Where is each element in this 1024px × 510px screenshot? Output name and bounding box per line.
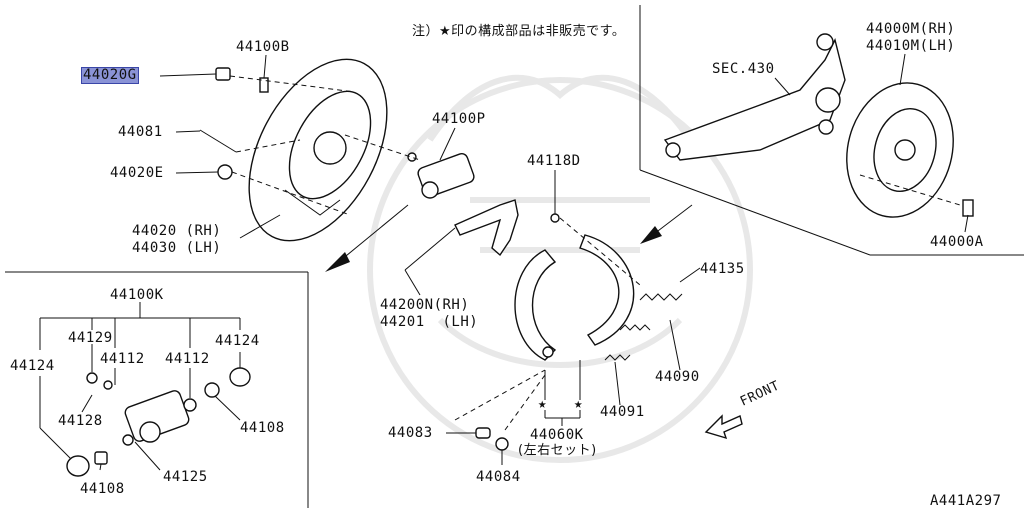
part-label-44030-lh[interactable]: 44030 (LH) bbox=[132, 240, 222, 256]
part-label-44112-right[interactable]: 44112 bbox=[165, 351, 210, 367]
part-label-44010m-lh[interactable]: 44010M(LH) bbox=[866, 38, 956, 54]
direction-arrows bbox=[325, 204, 693, 272]
diagram-id: A441A297 bbox=[930, 493, 1002, 509]
brake-shoes bbox=[514, 234, 635, 361]
part-label-44020g[interactable]: 44020G bbox=[81, 67, 139, 84]
part-label-44091[interactable]: 44091 bbox=[600, 404, 645, 420]
section-ref-label[interactable]: SEC.430 bbox=[712, 61, 775, 77]
wheel-cylinder-kit-inset bbox=[39, 302, 251, 477]
leader-lines bbox=[159, 53, 969, 465]
section-frames bbox=[5, 5, 1024, 508]
part-label-44084[interactable]: 44084 bbox=[476, 469, 521, 485]
part-label-44081[interactable]: 44081 bbox=[118, 124, 163, 140]
part-label-44108-left[interactable]: 44108 bbox=[80, 481, 125, 497]
part-label-44083[interactable]: 44083 bbox=[388, 425, 433, 441]
part-label-44124-left[interactable]: 44124 bbox=[10, 358, 55, 374]
part-label-44124-right[interactable]: 44124 bbox=[215, 333, 260, 349]
part-label-44112-left[interactable]: 44112 bbox=[100, 351, 145, 367]
clip-44020g bbox=[215, 67, 231, 81]
rod-44081 bbox=[199, 129, 237, 153]
part-label-44100b[interactable]: 44100B bbox=[236, 39, 290, 55]
part-label-44000a[interactable]: 44000A bbox=[930, 234, 984, 250]
nut-44020e bbox=[217, 164, 233, 180]
part-label-44060k-set: (左右セット) bbox=[518, 443, 597, 458]
part-label-44118d[interactable]: 44118D bbox=[527, 153, 581, 169]
parking-lever bbox=[454, 199, 519, 257]
washer-44118d bbox=[550, 213, 560, 223]
springs bbox=[604, 293, 683, 361]
pin-44083 bbox=[475, 427, 491, 439]
backing-plate bbox=[248, 58, 388, 242]
cup-44084 bbox=[495, 437, 509, 451]
part-label-44060k[interactable]: 44060K bbox=[530, 427, 584, 443]
part-label-44201-lh[interactable]: 44201 (LH) bbox=[380, 314, 479, 330]
part-label-44128[interactable]: 44128 bbox=[58, 413, 103, 429]
part-label-44020-rh[interactable]: 44020 (RH) bbox=[132, 223, 222, 239]
bolt-44000a bbox=[962, 199, 974, 217]
part-label-44020e[interactable]: 44020E bbox=[110, 165, 164, 181]
steering-knuckle bbox=[663, 33, 846, 161]
star-marker-right: ★ bbox=[574, 396, 583, 412]
part-label-44000m-rh[interactable]: 44000M(RH) bbox=[866, 21, 956, 37]
part-label-44135[interactable]: 44135 bbox=[700, 261, 745, 277]
part-label-44200n-rh[interactable]: 44200N(RH) bbox=[380, 297, 470, 313]
wheel-cylinder-44100p bbox=[407, 152, 475, 199]
star-marker-left: ★ bbox=[538, 396, 547, 412]
part-label-44100k[interactable]: 44100K bbox=[110, 287, 164, 303]
part-label-44090[interactable]: 44090 bbox=[655, 369, 700, 385]
front-arrow-icon bbox=[704, 414, 743, 440]
part-label-44129[interactable]: 44129 bbox=[68, 330, 113, 346]
part-label-44108-right[interactable]: 44108 bbox=[240, 420, 285, 436]
assembly-dashes bbox=[229, 75, 961, 431]
part-label-44125[interactable]: 44125 bbox=[163, 469, 208, 485]
note-text: 注）★印の構成部品は非販売です。 bbox=[412, 24, 626, 39]
part-label-44100p[interactable]: 44100P bbox=[432, 111, 486, 127]
drum-backing-assembly bbox=[846, 82, 954, 218]
